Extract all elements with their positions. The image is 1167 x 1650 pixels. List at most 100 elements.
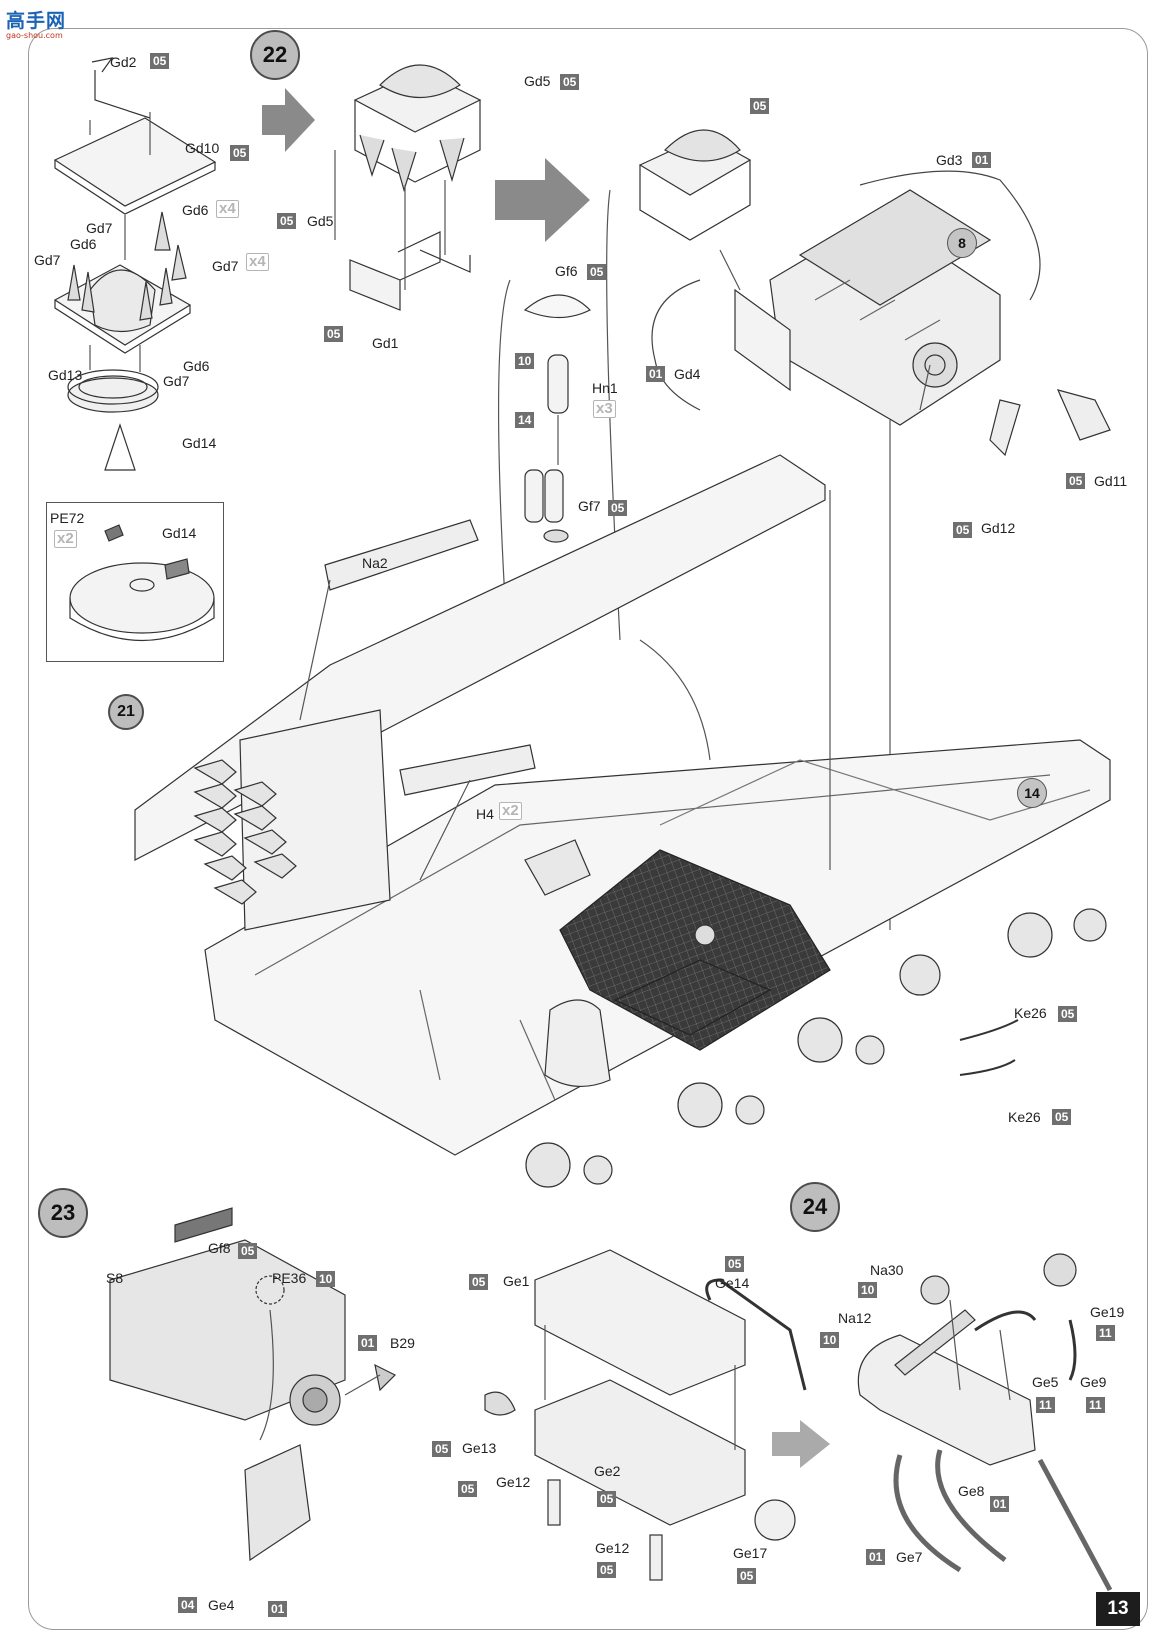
qty-pe72: x2 <box>54 530 77 548</box>
label-gd6-top: Gd6 <box>182 202 209 218</box>
label-gd1: Gd1 <box>372 335 399 351</box>
code-ge7: 01 <box>866 1549 886 1565</box>
code-ge12-left: 05 <box>458 1481 478 1497</box>
code-gd1: 05 <box>324 326 344 342</box>
label-ke26-top: Ke26 <box>1014 1005 1047 1021</box>
exhaust-assembly-step24 <box>857 1253 1113 1592</box>
watermark: 高手网 gao-shou.com <box>6 6 66 40</box>
label-ge14: Ge14 <box>715 1275 750 1291</box>
label-na12: Na12 <box>838 1310 872 1326</box>
label-na2: Na2 <box>362 555 388 571</box>
code-ge19: 11 <box>1096 1325 1115 1341</box>
code-ke26-top: 05 <box>1058 1006 1078 1022</box>
code-b29: 01 <box>358 1335 378 1351</box>
code-ke26-bottom: 05 <box>1052 1109 1072 1125</box>
qty-h4: x2 <box>499 802 522 820</box>
label-gf6: Gf6 <box>555 263 578 279</box>
code-ge2: 05 <box>597 1491 617 1507</box>
label-gd10: Gd10 <box>185 140 220 156</box>
label-ge13: Ge13 <box>462 1440 497 1456</box>
label-h4: H4 <box>476 806 494 822</box>
code-ge13: 05 <box>432 1441 452 1457</box>
label-b29: B29 <box>390 1335 415 1351</box>
watermark-url: gao-shou.com <box>6 31 63 40</box>
label-gd13: Gd13 <box>48 367 83 383</box>
code-ge4-04: 04 <box>178 1597 198 1613</box>
step-21-marker: 21 <box>108 694 144 730</box>
step-23-marker: 23 <box>38 1188 88 1238</box>
label-ge19: Ge19 <box>1090 1304 1125 1320</box>
step-24-marker: 24 <box>790 1182 840 1232</box>
label-gd11: Gd11 <box>1094 473 1128 489</box>
code-gd10: 05 <box>230 145 250 161</box>
code-gd4: 01 <box>646 366 666 382</box>
code-hn1-10: 10 <box>515 353 535 369</box>
code-ge14: 05 <box>725 1256 745 1272</box>
code-hn1-14: 14 <box>515 412 535 428</box>
page-number: 13 <box>1096 1592 1140 1626</box>
code-gf6: 05 <box>587 264 607 280</box>
muffler-ge1-ge2 <box>484 1249 807 1581</box>
label-gd3: Gd3 <box>936 152 963 168</box>
label-gd5-left: Gd5 <box>307 213 334 229</box>
label-gd2: Gd2 <box>110 54 137 70</box>
label-s8: S8 <box>106 1270 124 1286</box>
code-gd2: 05 <box>150 53 170 69</box>
side-panel-s8 <box>109 1207 346 1562</box>
code-gf7: 05 <box>608 500 628 516</box>
code-ge9: 11 <box>1086 1397 1105 1413</box>
engine-block <box>638 129 1001 426</box>
label-gd6-bottom: Gd6 <box>183 358 210 374</box>
bracket-gd1 <box>349 231 471 311</box>
label-gd14: Gd14 <box>182 435 217 451</box>
label-gd7-left: Gd7 <box>34 252 61 268</box>
label-gd14-inset: Gd14 <box>162 525 197 541</box>
label-gf8: Gf8 <box>208 1240 231 1256</box>
gd14-detail-drawing <box>69 524 215 641</box>
code-gd11: 05 <box>1066 473 1086 489</box>
plate-gd10 <box>53 57 217 215</box>
label-ge2: Ge2 <box>594 1463 621 1479</box>
code-ge1: 05 <box>469 1274 489 1290</box>
label-ge12-bottom: Ge12 <box>595 1540 630 1556</box>
label-na30: Na30 <box>870 1262 904 1278</box>
code-gf8: 05 <box>238 1243 258 1259</box>
qty-gd6: x4 <box>216 200 239 218</box>
label-ge12-left: Ge12 <box>496 1474 531 1490</box>
qty-gd7: x4 <box>246 253 269 271</box>
code-gd3: 01 <box>972 152 992 168</box>
label-ge1: Ge1 <box>503 1273 530 1289</box>
code-ge5: 11 <box>1036 1397 1055 1413</box>
page-frame <box>28 28 1148 1630</box>
code-pe36: 10 <box>316 1271 336 1287</box>
ring-gd14 <box>67 369 159 413</box>
label-ge4: Ge4 <box>208 1597 235 1613</box>
detail-inset-gd14 <box>46 502 224 662</box>
code-gd5-left: 05 <box>277 213 297 229</box>
qty-hn1: x3 <box>593 400 616 418</box>
code-na30: 10 <box>858 1282 878 1298</box>
label-gf7: Gf7 <box>578 498 601 514</box>
label-gd4: Gd4 <box>674 366 701 382</box>
label-ge9: Ge9 <box>1080 1374 1107 1390</box>
label-gd7-bottom: Gd7 <box>163 373 190 389</box>
base-gd13 <box>53 211 192 354</box>
label-hn1: Hn1 <box>592 380 618 396</box>
label-ge17: Ge17 <box>733 1545 768 1561</box>
code-engine-top: 05 <box>750 98 770 114</box>
air-filter-assembly <box>353 64 482 193</box>
label-ge7: Ge7 <box>896 1549 923 1565</box>
watermark-site-name: 高手网 <box>6 10 67 32</box>
ref-step-14: 14 <box>1017 778 1047 808</box>
label-gd6-left: Gd6 <box>70 236 97 252</box>
code-na12: 10 <box>820 1332 840 1348</box>
label-gd12: Gd12 <box>981 520 1016 536</box>
label-gd7-right: Gd7 <box>212 258 239 274</box>
label-gd5-top: Gd5 <box>524 73 551 89</box>
label-ge5: Ge5 <box>1032 1374 1059 1390</box>
code-ge8: 01 <box>990 1496 1010 1512</box>
step-22-marker: 22 <box>250 30 300 80</box>
code-ge4-01: 01 <box>268 1601 288 1617</box>
